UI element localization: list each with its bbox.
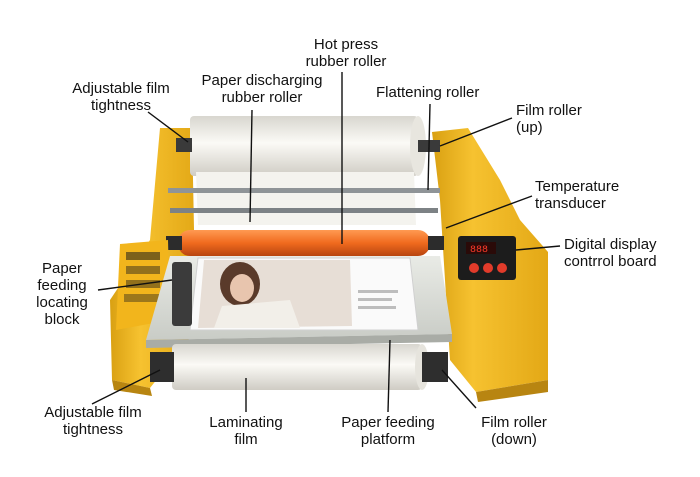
label-temperature-transducer: Temperature transducer xyxy=(535,178,620,212)
label-flattening-roller: Flattening roller xyxy=(376,84,480,101)
label-digital-display-control-board: Digital display contrrol board xyxy=(564,236,657,270)
label-film-roller-down: Film roller (down) xyxy=(481,414,547,448)
leader-lines xyxy=(91,72,561,413)
film-web xyxy=(196,172,416,225)
label-paper-discharging-rubber-roller: Paper discharging rubber roller xyxy=(201,72,323,106)
label-paper-feeding-locating-block: Paper feeding locating block xyxy=(36,260,88,328)
label-film-roller-up: Film roller (up) xyxy=(516,102,582,136)
paper-sheet xyxy=(189,257,419,331)
label-adjustable-film-tightness-bottom: Adjustable film tightness xyxy=(44,404,142,438)
flattening-roller xyxy=(168,188,440,193)
paper-discharging-roller xyxy=(170,208,438,213)
hot-press-roller xyxy=(166,230,444,256)
label-adjustable-film-tightness-top: Adjustable film tightness xyxy=(72,80,170,114)
label-hot-press-rubber-roller: Hot press rubber roller xyxy=(305,36,387,70)
paper-feeding-locating-block xyxy=(172,262,192,326)
label-laminating-film: Laminating film xyxy=(209,414,283,448)
digital-display-board xyxy=(458,236,516,280)
film-roller-down xyxy=(150,344,448,390)
label-paper-feeding-platform: Paper feeding platform xyxy=(341,414,435,448)
film-roller-up xyxy=(176,116,440,176)
